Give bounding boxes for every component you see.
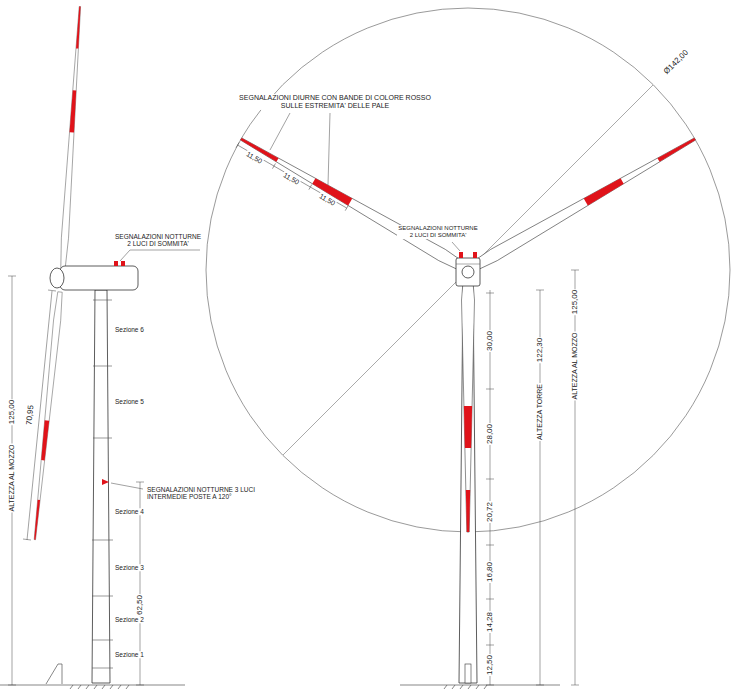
dimension-value: 30,00 — [485, 330, 494, 352]
night-light-note: SEGNALAZIONI NOTTURNE 3 LUCI INTERMEDIE … — [146, 486, 260, 501]
dimension-value: 20,72 — [485, 501, 494, 523]
blade-dimension — [236, 142, 348, 210]
ground-right — [400, 685, 560, 689]
top-light — [114, 261, 118, 266]
dimension-lines-right — [486, 270, 579, 685]
dimension-label: ALTEZZA AL MOZZO — [8, 444, 16, 513]
dimension-label: ALTEZZA TORRE — [536, 383, 544, 441]
rotor-circle — [206, 8, 730, 532]
dimension-label: ALTEZZA AL MOZZO — [571, 332, 579, 401]
nacelle-side — [60, 266, 138, 290]
blade-side-down — [31, 292, 63, 540]
dimension-value: 28,00 — [485, 423, 494, 445]
top-light — [459, 252, 463, 258]
night-light-note: SEGNALAZIONI NOTTURNE 2 LUCI DI SOMMITA' — [114, 233, 202, 248]
night-light-note: SEGNALAZIONI NOTTURNE 2 LUCI DI SOMMITA' — [397, 225, 479, 239]
day-marking-note: SEGNALAZIONI DIURNE CON BANDE DI COLORE … — [234, 94, 436, 110]
spinner-front — [462, 266, 474, 278]
intermediate-light — [102, 479, 109, 485]
blade-down — [462, 270, 475, 532]
dimension-value: 122,30 — [535, 337, 544, 363]
top-light — [121, 261, 125, 266]
dimension-lines-left — [8, 276, 144, 685]
blade-upper-right — [465, 133, 698, 275]
section-label: Sezione 2 — [114, 616, 145, 623]
dimension-value: 125,00 — [570, 289, 579, 315]
nacelle-front — [456, 258, 480, 286]
blade-side-up — [59, 6, 83, 268]
section-label: Sezione 5 — [114, 398, 145, 405]
leader-line — [270, 113, 290, 150]
dimension-value: 62,50 — [135, 594, 144, 616]
leader-line — [111, 483, 143, 489]
blade-length: 70,95 — [24, 404, 35, 427]
blade-upper-left — [238, 133, 471, 275]
leader-line — [328, 113, 330, 185]
tower-joints — [92, 300, 113, 668]
top-light — [473, 252, 477, 258]
leader-line — [120, 250, 200, 261]
dimension-value: 14,28 — [485, 611, 494, 633]
spinner-side — [50, 268, 64, 288]
ground-left — [0, 685, 185, 689]
access-stair — [46, 664, 62, 684]
tower-door — [465, 664, 471, 683]
tower-side — [92, 290, 110, 683]
section-label: Sezione 1 — [114, 651, 145, 658]
rotor-diameter: Ø142,00 — [661, 47, 691, 77]
dimension-value: 125,00 — [7, 399, 16, 425]
dimension-value: 12,50 — [485, 654, 494, 676]
section-label: Sezione 3 — [114, 564, 145, 571]
section-label: Sezione 6 — [114, 326, 145, 333]
section-label: Sezione 4 — [114, 508, 145, 515]
nacelle-detail — [456, 264, 480, 265]
dimension-value: 16,80 — [485, 561, 494, 583]
leader-line — [452, 242, 460, 251]
